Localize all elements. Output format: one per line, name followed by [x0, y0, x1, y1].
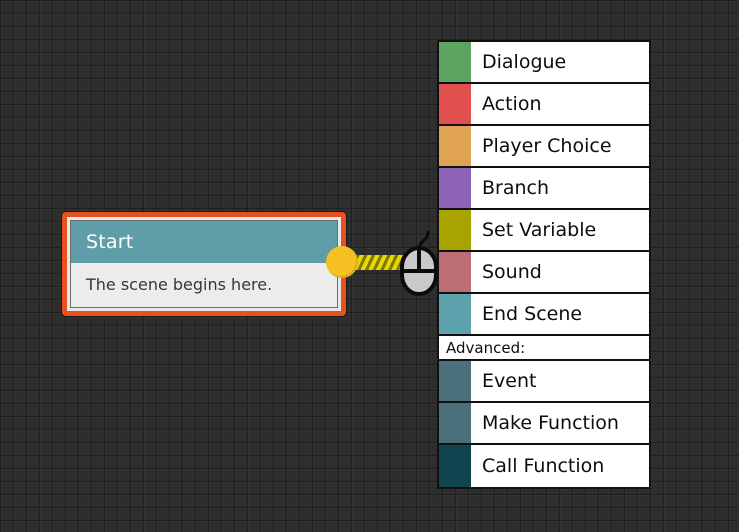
- menu-item-label: Set Variable: [482, 219, 597, 241]
- node-type-menu[interactable]: Dialogue Action Player Choice Branch Set…: [437, 40, 651, 489]
- menu-item-set-variable[interactable]: Set Variable: [439, 210, 649, 252]
- make-function-color-swatch: [439, 403, 471, 443]
- start-node-description: The scene begins here.: [86, 275, 273, 294]
- menu-item-end-scene[interactable]: End Scene: [439, 294, 649, 336]
- menu-item-dialogue[interactable]: Dialogue: [439, 42, 649, 84]
- menu-item-label: Branch: [482, 177, 550, 199]
- menu-item-label: End Scene: [482, 303, 583, 325]
- mouse-cursor-icon: [396, 228, 444, 298]
- menu-item-label: Event: [482, 370, 537, 392]
- event-color-swatch: [439, 361, 471, 401]
- menu-item-label: Player Choice: [482, 135, 612, 157]
- start-node-header: Start: [71, 221, 337, 263]
- branch-color-swatch: [439, 168, 471, 208]
- menu-item-call-function[interactable]: Call Function: [439, 445, 649, 487]
- menu-item-player-choice[interactable]: Player Choice: [439, 126, 649, 168]
- menu-item-label: Make Function: [482, 412, 619, 434]
- set-variable-color-swatch: [439, 210, 471, 250]
- start-node-output-port[interactable]: [326, 246, 358, 278]
- action-color-swatch: [439, 84, 471, 124]
- player-choice-color-swatch: [439, 126, 471, 166]
- menu-item-label: Action: [482, 93, 542, 115]
- menu-item-label: Dialogue: [482, 51, 567, 73]
- menu-item-label: Call Function: [482, 455, 605, 477]
- menu-item-action[interactable]: Action: [439, 84, 649, 126]
- menu-item-sound[interactable]: Sound: [439, 252, 649, 294]
- menu-item-branch[interactable]: Branch: [439, 168, 649, 210]
- menu-section-advanced: Advanced:: [439, 336, 649, 361]
- start-node[interactable]: Start The scene begins here.: [62, 212, 346, 316]
- connection-wire: [352, 255, 406, 270]
- menu-item-event[interactable]: Event: [439, 361, 649, 403]
- sound-color-swatch: [439, 252, 471, 292]
- start-node-inner: Start The scene begins here.: [70, 220, 338, 308]
- start-node-title: Start: [86, 231, 134, 253]
- end-scene-color-swatch: [439, 294, 471, 334]
- menu-section-label: Advanced:: [446, 338, 526, 357]
- start-node-body: The scene begins here.: [71, 263, 337, 294]
- menu-item-label: Sound: [482, 261, 542, 283]
- menu-item-make-function[interactable]: Make Function: [439, 403, 649, 445]
- call-function-color-swatch: [439, 445, 471, 487]
- dialogue-color-swatch: [439, 42, 471, 82]
